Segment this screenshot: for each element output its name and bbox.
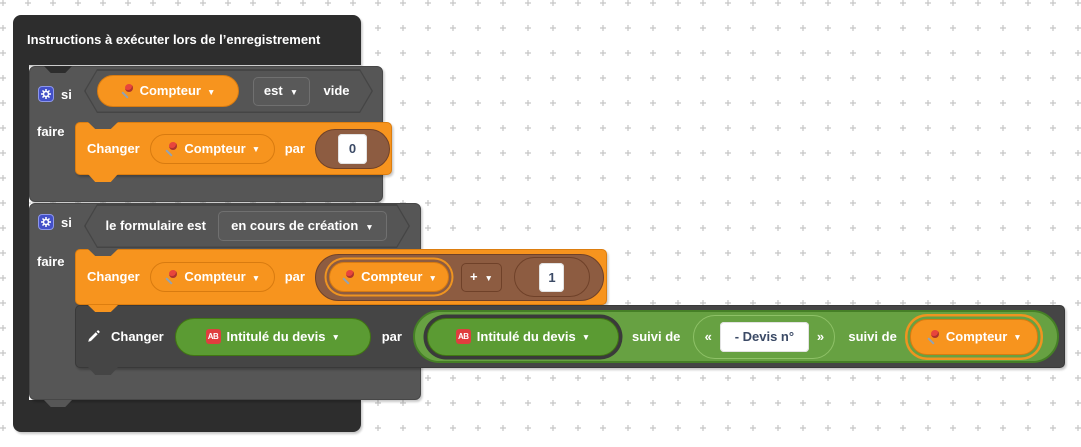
variable-dropdown-compteur[interactable]: Compteur ▼ — [97, 75, 239, 107]
variable-dropdown-compteur[interactable]: Compteur ▼ — [909, 318, 1038, 355]
form-state-label: en cours de création — [231, 218, 359, 233]
pencil-icon — [88, 330, 100, 342]
pushpin-icon — [164, 270, 178, 284]
variable-name-label: Intitulé du devis — [476, 328, 576, 344]
connector-notch — [88, 122, 118, 129]
set-variable-block-2[interactable]: Changer Compteur ▼ par Compteur ▼ + ▼ 1 — [75, 249, 607, 305]
preposition-label: par — [284, 269, 305, 284]
variable-dropdown-intitule[interactable]: AB Intitulé du devis ▼ — [426, 317, 619, 356]
connector-notch — [88, 367, 118, 375]
predicate-label: vide — [323, 83, 350, 98]
chevron-down-icon: ▼ — [251, 144, 261, 154]
do-keyword-label: faire — [37, 124, 65, 139]
gear-icon — [41, 217, 51, 227]
chevron-down-icon: ▼ — [251, 272, 261, 283]
text-variable-icon: AB — [455, 329, 471, 344]
number-value-slot[interactable]: 1 — [513, 257, 590, 297]
action-label: Changer — [87, 269, 140, 284]
variable-dropdown-compteur[interactable]: Compteur ▼ — [328, 262, 449, 292]
variable-dropdown-compteur[interactable]: Compteur ▼ — [149, 133, 275, 164]
chevron-down-icon: ▼ — [331, 332, 340, 342]
chevron-down-icon: ▼ — [365, 221, 374, 232]
text-input[interactable]: - Devis n° — [719, 321, 809, 352]
connector-notch — [44, 400, 72, 407]
math-operator-label: + — [469, 269, 478, 284]
action-label: Changer — [87, 140, 140, 156]
number-value-slot[interactable]: 0 — [314, 128, 390, 169]
connector-notch — [88, 249, 118, 256]
variable-name-label: Compteur — [945, 328, 1008, 344]
preposition-label: par — [284, 140, 305, 156]
if2-condition-block[interactable]: le formulaire est en cours de création ▼ — [84, 204, 410, 248]
form-state-dropdown[interactable]: en cours de création ▼ — [218, 211, 387, 241]
chevron-down-icon: ▼ — [289, 86, 299, 97]
text-variable-icon: AB — [205, 329, 221, 344]
chevron-down-icon: ▼ — [581, 332, 591, 342]
variable-dropdown-compteur[interactable]: Compteur ▼ — [149, 262, 275, 292]
connector-notch — [88, 305, 118, 312]
variable-name-label: Compteur — [139, 83, 201, 98]
connector-notch — [44, 66, 72, 73]
close-quote-label: » — [816, 328, 825, 344]
if-keyword-label: si — [61, 215, 72, 230]
chevron-down-icon: ▼ — [428, 272, 437, 283]
container-title: Instructions à exécuter lors de l’enregi… — [27, 32, 321, 47]
do-keyword-label: faire — [37, 254, 65, 269]
chevron-down-icon: ▼ — [484, 272, 493, 283]
pushpin-icon — [164, 141, 178, 156]
instructions-container-block-footer[interactable] — [13, 400, 361, 432]
concatenation-block[interactable]: AB Intitulé du devis ▼ suivi de « - Devi… — [412, 310, 1059, 363]
text-literal-block[interactable]: « - Devis n° » — [693, 314, 836, 359]
instructions-container-block-header[interactable]: Instructions à exécuter lors de l’enregi… — [13, 15, 361, 65]
operator-label: est — [263, 83, 283, 98]
if-keyword-label: si — [61, 87, 72, 102]
variable-name-label: Intitulé du devis — [226, 328, 326, 344]
set-text-variable-block[interactable]: Changer AB Intitulé du devis ▼ par AB In… — [75, 305, 1065, 368]
connector-notch — [88, 174, 118, 182]
instructions-container-left-spine — [13, 64, 29, 401]
variable-dropdown-intitule[interactable]: AB Intitulé du devis ▼ — [174, 317, 371, 356]
if1-condition-block[interactable]: Compteur ▼ est ▼ vide — [84, 69, 373, 113]
preposition-label: par — [381, 328, 402, 344]
variable-name-label: Compteur — [361, 269, 423, 284]
set-variable-block-1[interactable]: Changer Compteur ▼ par 0 — [75, 122, 392, 175]
pushpin-icon — [341, 270, 355, 284]
variable-name-label: Compteur — [184, 140, 246, 156]
chevron-down-icon: ▼ — [1013, 332, 1022, 342]
action-label: Changer — [111, 328, 164, 344]
number-input[interactable]: 1 — [539, 262, 565, 292]
mutator-gear-button[interactable] — [38, 214, 54, 230]
math-operator-dropdown[interactable]: + ▼ — [460, 262, 502, 292]
math-expression-block[interactable]: Compteur ▼ + ▼ 1 — [314, 253, 604, 301]
number-input[interactable]: 0 — [337, 133, 367, 164]
pushpin-icon — [120, 84, 134, 98]
join-label: suivi de — [848, 328, 897, 344]
operator-dropdown[interactable]: est ▼ — [253, 77, 310, 106]
open-quote-label: « — [704, 328, 712, 344]
pushpin-icon — [926, 329, 940, 344]
chevron-down-icon: ▼ — [206, 86, 216, 97]
join-label: suivi de — [631, 328, 681, 344]
condition-subject-label: le formulaire est — [105, 218, 206, 233]
mutator-gear-button[interactable] — [38, 86, 54, 102]
variable-name-label: Compteur — [184, 269, 246, 284]
gear-icon — [41, 89, 51, 99]
